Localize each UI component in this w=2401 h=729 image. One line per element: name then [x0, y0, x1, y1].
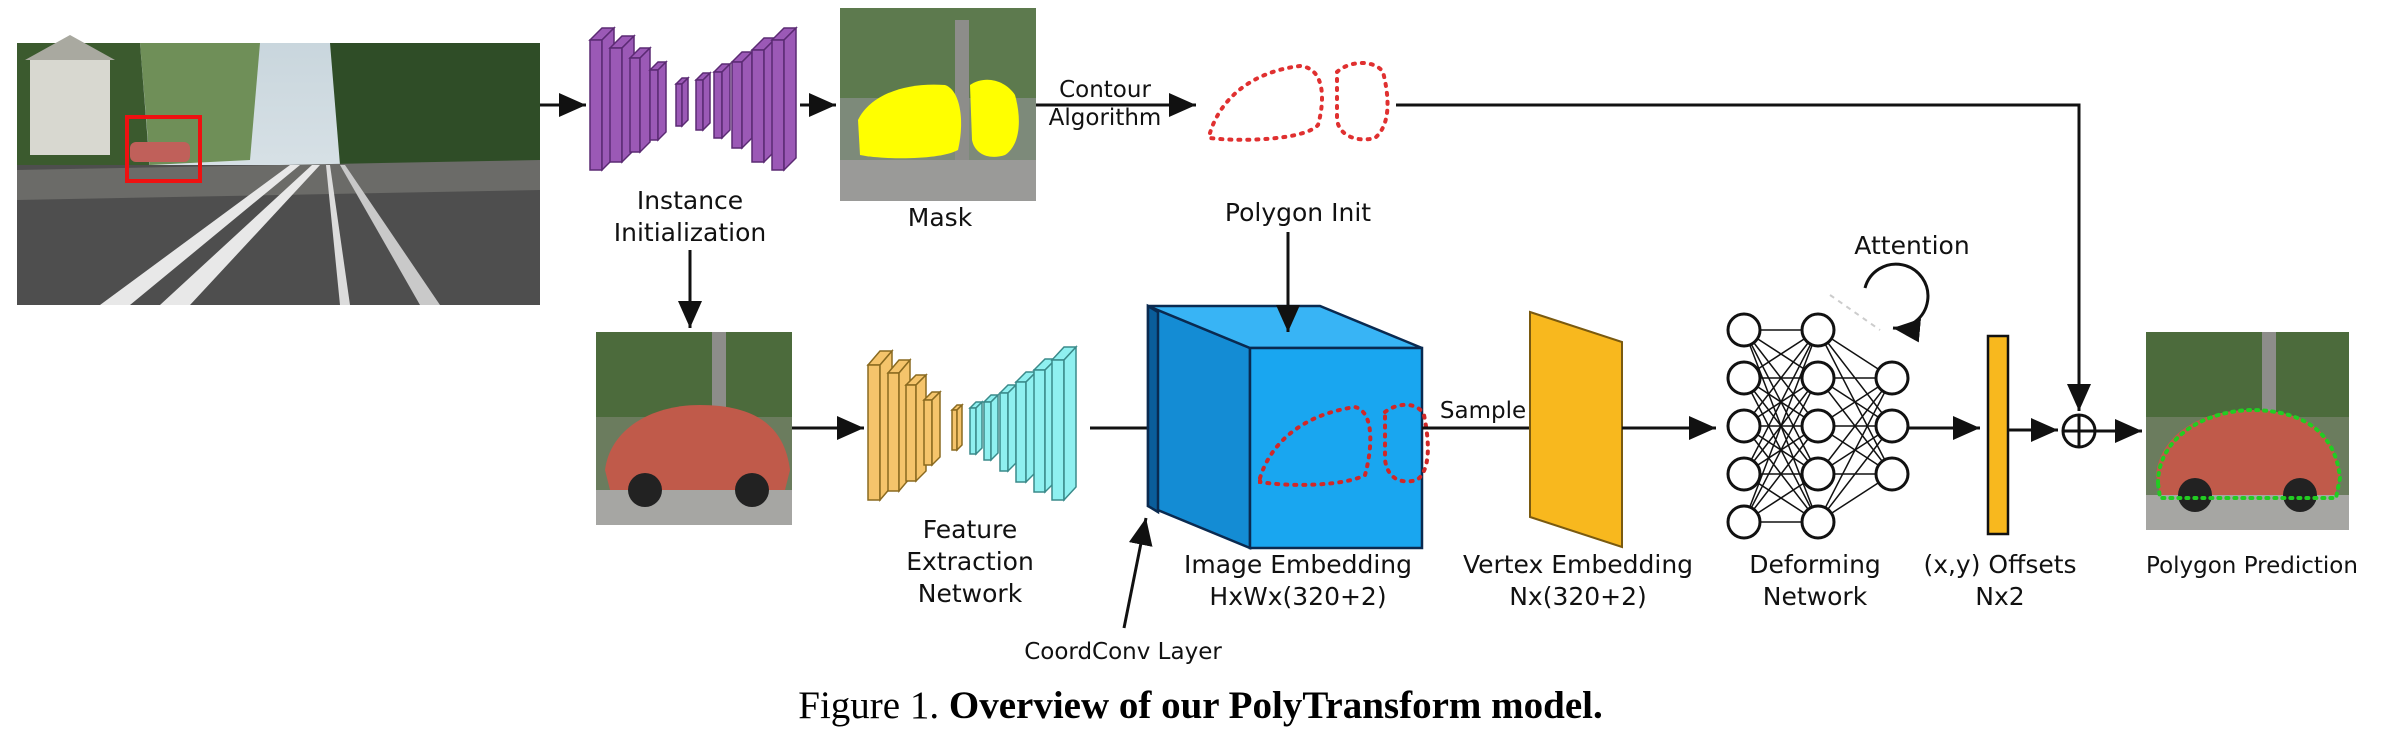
- instance-init-label-1: Instance: [637, 186, 743, 215]
- deforming-label-1: Deforming: [1749, 550, 1881, 579]
- contour-polygon: [1208, 61, 1390, 142]
- deforming-network: [1726, 294, 1910, 540]
- cropped-car-image: [596, 332, 792, 525]
- coordconv-label: CoordConv Layer: [1024, 639, 1222, 665]
- vertex-embedding-plane: [1529, 310, 1623, 549]
- feature-label-3: Network: [918, 579, 1023, 608]
- offsets-label-1: (x,y) Offsets: [1923, 550, 2076, 579]
- attention-label: Attention: [1854, 231, 1969, 260]
- initial-polygon-on-embedding: [1258, 402, 1430, 487]
- image-embedding-label-1: Image Embedding: [1184, 550, 1412, 579]
- feature-label-2: Extraction: [906, 547, 1034, 576]
- attention-loop-arrow: [1863, 262, 1930, 343]
- vertex-embedding-label-2: Nx(320+2): [1509, 582, 1647, 611]
- add-operator-icon: [2061, 413, 2097, 449]
- network-nodes: [1726, 312, 1910, 540]
- offsets-bar: [1986, 334, 2010, 536]
- mask-image: [840, 8, 1036, 201]
- vertex-embedding-label-1: Vertex Embedding: [1463, 550, 1693, 579]
- deforming-label-2: Network: [1763, 582, 1868, 611]
- feature-label-1: Feature: [923, 515, 1017, 544]
- caption-title: Overview of our PolyTransform model.: [948, 684, 1603, 727]
- street-scene-image: [17, 35, 540, 305]
- caption-prefix: Figure 1.: [798, 684, 940, 727]
- figure-caption: Figure 1. Overview of our PolyTransform …: [0, 683, 2401, 728]
- sample-label: Sample: [1440, 398, 1526, 424]
- polygon-prediction-label: Polygon Prediction: [2146, 553, 2358, 579]
- instance-initialization-network: [588, 26, 798, 172]
- polygon-init-label: Polygon Init: [1225, 198, 1371, 227]
- instance-init-label-2: Initialization: [614, 218, 766, 247]
- image-embedding-cube: [1146, 303, 1424, 550]
- contour-label-1: Contour: [1059, 77, 1151, 103]
- polygon-prediction-image: [2146, 332, 2349, 530]
- image-embedding-label-2: HxWx(320+2): [1209, 582, 1386, 611]
- mask-label: Mask: [908, 203, 973, 232]
- offsets-label-2: Nx2: [1975, 582, 2024, 611]
- contour-label-2: Algorithm: [1049, 105, 1162, 131]
- feature-extraction-network: [866, 345, 1078, 503]
